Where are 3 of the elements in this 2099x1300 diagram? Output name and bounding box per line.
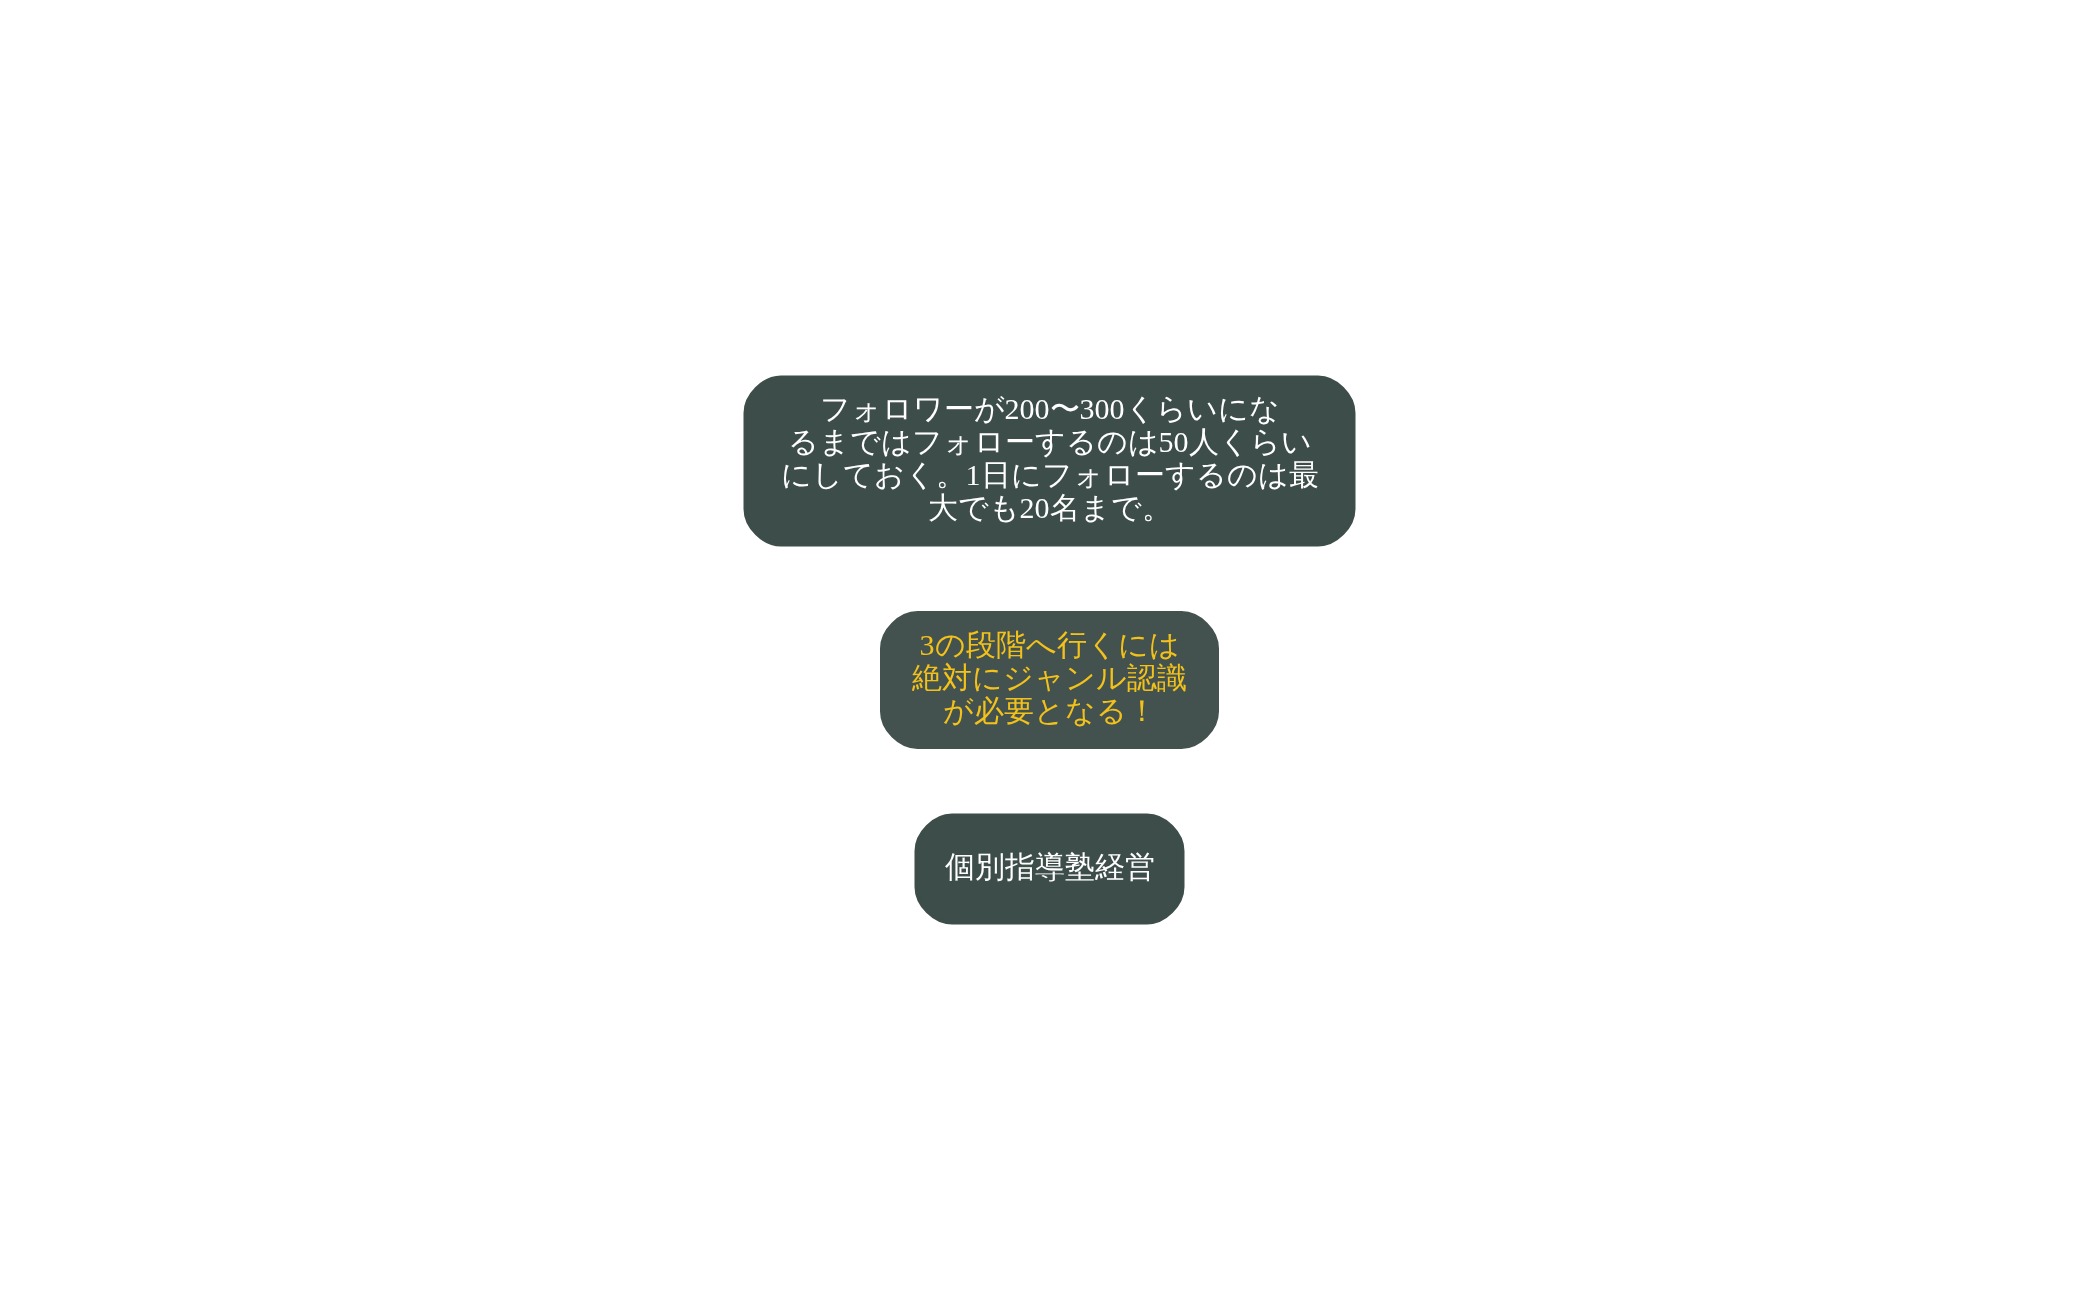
node-box: 3の段階へ行くには絶対にジャンル認識が必要となる！: [880, 611, 1219, 749]
node-box: 個別指導塾経営: [914, 813, 1185, 925]
node-box: フォロワーが200〜300くらいになるまではフォローするのは50人くらいにしておく。1日にフォローするのは最大でも20名まで。: [743, 375, 1356, 547]
